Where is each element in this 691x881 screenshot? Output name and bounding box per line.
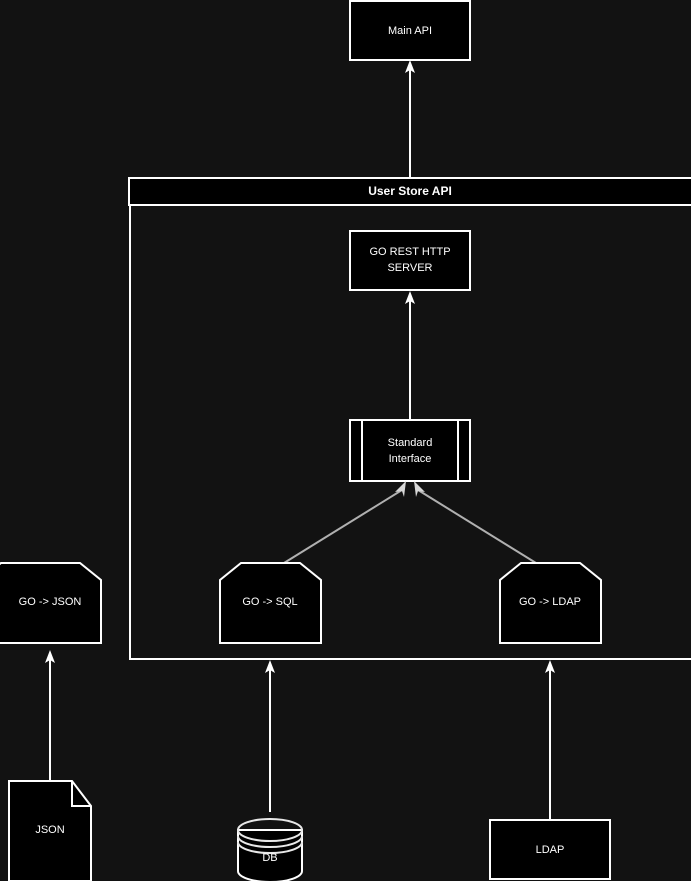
node-go-sql[interactable]: GO -> SQL bbox=[219, 562, 322, 644]
go-sql-label: GO -> SQL bbox=[242, 596, 297, 608]
rest-server-box bbox=[349, 230, 471, 291]
container-title: User Store API bbox=[368, 184, 452, 198]
node-standard-interface[interactable]: Standard Interface bbox=[349, 419, 471, 482]
edge-go-ldap-to-interface bbox=[414, 481, 537, 564]
go-ldap-label: GO -> LDAP bbox=[519, 596, 581, 608]
node-main-api[interactable]: Main API bbox=[349, 0, 471, 61]
arrow-head-icon bbox=[414, 481, 425, 497]
db-cylinder-ring-2 bbox=[237, 835, 303, 848]
node-ldap[interactable]: LDAP bbox=[489, 819, 611, 880]
rest-server-label-line1: GO REST HTTP bbox=[369, 246, 450, 258]
arrow-head-icon bbox=[45, 650, 55, 663]
node-go-json[interactable]: GO -> JSON bbox=[0, 562, 102, 644]
ldap-box bbox=[489, 819, 611, 880]
standard-interface-label-line2: Interface bbox=[389, 453, 432, 465]
edge-interface-to-rest-server bbox=[405, 291, 415, 420]
go-json-shape bbox=[0, 562, 102, 644]
container-header-bar bbox=[128, 177, 691, 206]
edge-container-to-main-api bbox=[405, 60, 415, 178]
json-file-text-group: JSON bbox=[35, 824, 64, 836]
db-cylinder-body bbox=[237, 829, 303, 881]
arrow-head-icon bbox=[405, 60, 415, 73]
node-go-rest-http-server[interactable]: GO REST HTTP SERVER bbox=[349, 230, 471, 291]
db-cylinder-ring-3 bbox=[237, 841, 303, 854]
rest-server-label-line2: SERVER bbox=[387, 262, 432, 274]
edge-db-to-go-sql bbox=[265, 660, 275, 812]
edge-line bbox=[283, 489, 403, 564]
json-document-shape bbox=[8, 780, 92, 881]
standard-interface-box bbox=[349, 419, 471, 482]
edge-ldap-to-go-ldap bbox=[545, 660, 555, 820]
edge-line bbox=[417, 489, 537, 564]
node-db[interactable]: DB bbox=[237, 818, 303, 881]
node-json-file[interactable] bbox=[8, 780, 92, 881]
edge-json-to-go-json bbox=[45, 650, 55, 781]
arrow-head-icon bbox=[405, 291, 415, 304]
go-sql-shape bbox=[219, 562, 322, 644]
node-go-ldap[interactable]: GO -> LDAP bbox=[499, 562, 602, 644]
arrow-head-icon bbox=[265, 660, 275, 673]
arrow-head-icon bbox=[545, 660, 555, 673]
ldap-label: LDAP bbox=[536, 844, 565, 856]
arrow-head-icon bbox=[395, 481, 406, 497]
standard-interface-label-line1: Standard bbox=[388, 437, 433, 449]
main-api-label: Main API bbox=[388, 25, 432, 37]
document-fold-icon bbox=[71, 781, 91, 807]
go-ldap-shape bbox=[499, 562, 602, 644]
db-label: DB bbox=[262, 852, 277, 864]
json-file-label: JSON bbox=[35, 824, 64, 836]
edge-go-sql-to-interface bbox=[283, 481, 406, 564]
db-cylinder-top-ring bbox=[237, 818, 303, 842]
main-api-box bbox=[349, 0, 471, 61]
go-json-label: GO -> JSON bbox=[19, 596, 82, 608]
